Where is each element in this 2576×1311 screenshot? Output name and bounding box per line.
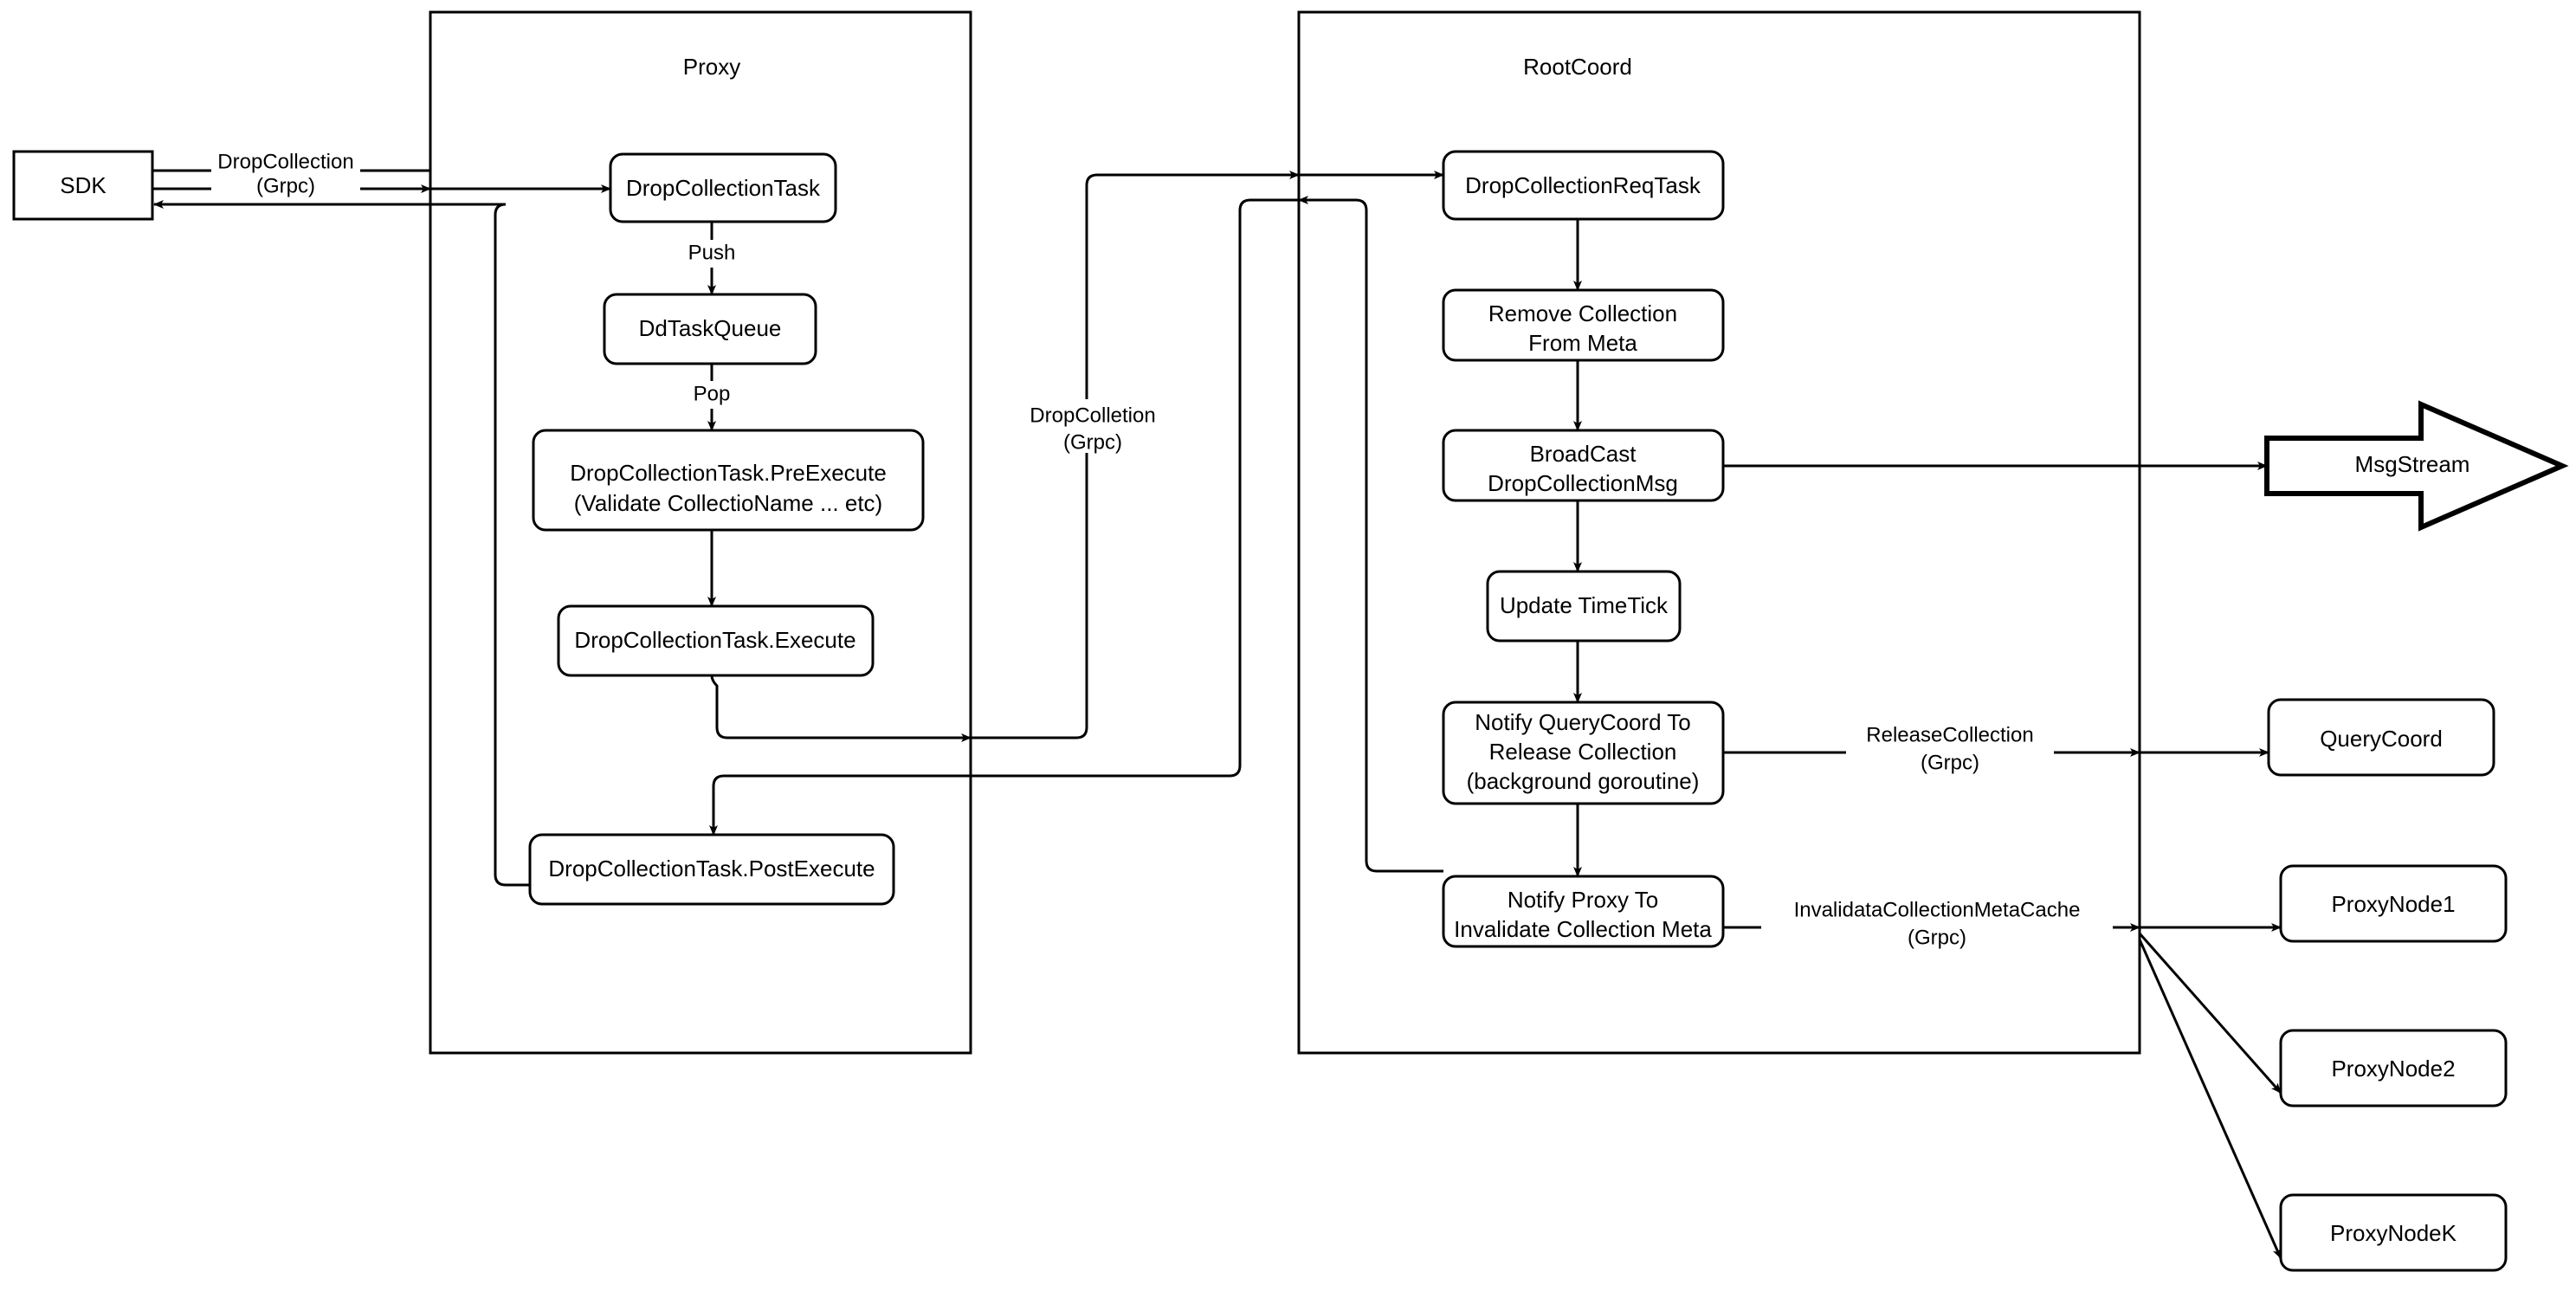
node-execute-label: DropCollectionTask.Execute — [574, 627, 855, 653]
node-proxynode2-label: ProxyNode2 — [2331, 1056, 2455, 1082]
node-dd-task-queue-label: DdTaskQueue — [639, 315, 782, 341]
edge-label-invalidatacollectionmetacache-line1: InvalidataCollectionMetaCache — [1794, 898, 2081, 921]
node-proxynodek[interactable]: ProxyNodeK — [2279, 1193, 2508, 1272]
node-notify-proxy-label-line2: Invalidate Collection Meta — [1454, 916, 1712, 942]
node-broadcast-label-line2: DropCollectionMsg — [1488, 470, 1678, 496]
node-sdk[interactable]: SDK — [12, 150, 154, 221]
edge-label-release-collection: ReleaseCollection (Grpc) — [1846, 720, 2054, 774]
edge-border-to-proxynode2 — [2138, 933, 2282, 1094]
node-req-task-label: DropCollectionReqTask — [1465, 172, 1701, 198]
edge-rootcoord-to-proxy-border — [971, 198, 1299, 778]
node-broadcast-label-line1: BroadCast — [1530, 441, 1637, 467]
node-pre-execute[interactable]: DropCollectionTask.PreExecute (Validate … — [532, 429, 925, 532]
node-dd-task-queue[interactable]: DdTaskQueue — [603, 293, 817, 365]
node-proxynodek-label: ProxyNodeK — [2330, 1220, 2457, 1246]
node-sdk-label: SDK — [60, 172, 107, 198]
node-broadcast-drop-collection-msg[interactable]: BroadCast DropCollectionMsg — [1442, 429, 1725, 502]
node-post-execute[interactable]: DropCollectionTask.PostExecute — [528, 833, 895, 906]
edge-label-pop-text: Pop — [694, 382, 731, 405]
node-querycoord-label: QueryCoord — [2320, 726, 2443, 752]
node-update-timetick-label: Update TimeTick — [1500, 592, 1669, 618]
edge-label-proxy-to-rootcoord: DropColletion (Grpc) — [1020, 399, 1165, 454]
node-proxynode2[interactable]: ProxyNode2 — [2279, 1029, 2508, 1108]
edge-label-invalidate-cache: InvalidataCollectionMetaCache (Grpc) — [1761, 895, 2113, 949]
edge-label-releasecollection-line1: ReleaseCollection — [1866, 723, 2033, 746]
node-msgstream[interactable]: MsgStream — [2264, 400, 2569, 532]
node-update-timetick[interactable]: Update TimeTick — [1486, 570, 1682, 643]
edge-label-sdk-to-proxy: DropCollection (Grpc) — [211, 149, 360, 201]
node-pre-execute-label-line1: DropCollectionTask.PreExecute — [570, 460, 887, 486]
edge-label-invalidatacollectionmetacache-line2: (Grpc) — [1908, 926, 1966, 949]
node-remove-collection-from-meta[interactable]: Remove Collection From Meta — [1442, 288, 1725, 362]
edge-label-dropcollection-line2: (Grpc) — [256, 174, 315, 197]
node-notify-querycoord-label-line3: (background goroutine) — [1467, 768, 1700, 794]
edge-label-dropcolletion-line1: DropColletion — [1030, 404, 1155, 427]
node-msgstream-label: MsgStream — [2355, 451, 2470, 477]
node-execute[interactable]: DropCollectionTask.Execute — [557, 604, 875, 677]
node-notify-querycoord[interactable]: Notify QueryCoord To Release Collection … — [1442, 701, 1725, 805]
edge-label-push: Push — [677, 240, 746, 268]
node-notify-querycoord-label-line2: Release Collection — [1489, 739, 1677, 765]
node-querycoord[interactable]: QueryCoord — [2267, 698, 2495, 777]
edge-rootcoord-return-inner — [1298, 196, 1443, 873]
edge-label-dropcolletion-line2: (Grpc) — [1063, 430, 1122, 454]
node-remove-meta-label-line1: Remove Collection — [1488, 300, 1677, 326]
node-notify-querycoord-label-line1: Notify QueryCoord To — [1475, 709, 1691, 735]
node-pre-execute-label-line2: (Validate CollectioName ... etc) — [574, 490, 882, 516]
edge-border-to-proxynodek — [2138, 939, 2282, 1259]
node-post-execute-label: DropCollectionTask.PostExecute — [548, 856, 875, 882]
edge-label-dropcollection-line1: DropCollection — [217, 150, 353, 173]
edge-to-rootcoord-border — [971, 171, 1300, 739]
node-remove-meta-label-line2: From Meta — [1528, 330, 1637, 356]
edge-to-postexecute — [709, 774, 971, 836]
edge-postexecute-to-sdk — [430, 203, 530, 887]
node-proxynode1[interactable]: ProxyNode1 — [2279, 864, 2508, 943]
node-req-task[interactable]: DropCollectionReqTask — [1442, 150, 1725, 221]
node-notify-proxy-invalidate[interactable]: Notify Proxy To Invalidate Collection Me… — [1442, 875, 1725, 948]
node-proxynode1-label: ProxyNode1 — [2331, 891, 2455, 917]
node-notify-proxy-label-line1: Notify Proxy To — [1508, 887, 1658, 913]
container-proxy-title: Proxy — [683, 54, 740, 80]
node-drop-collection-task-label: DropCollectionTask — [626, 175, 821, 201]
edge-label-releasecollection-line2: (Grpc) — [1921, 751, 1979, 774]
edge-label-push-text: Push — [688, 241, 736, 264]
edge-label-pop: Pop — [681, 381, 742, 409]
node-drop-collection-task[interactable]: DropCollectionTask — [609, 152, 837, 223]
container-rootcoord-title: RootCoord — [1523, 54, 1632, 80]
edge-execute-to-border — [710, 675, 972, 742]
